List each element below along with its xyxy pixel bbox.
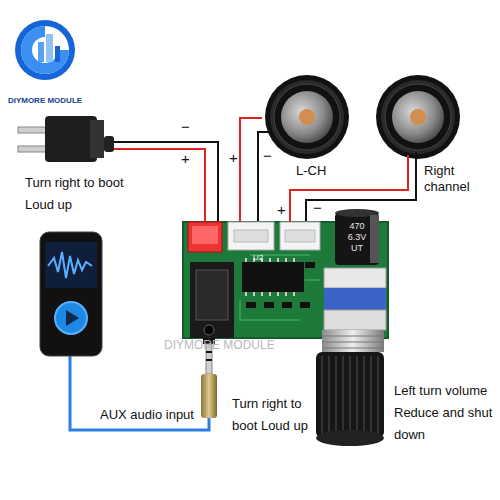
speaker-cap xyxy=(410,109,426,125)
terminal-face xyxy=(192,226,218,244)
power-wire xyxy=(145,149,205,222)
board-node: U2 470 6.3V UT xyxy=(183,222,388,338)
terminal-slot xyxy=(234,230,268,242)
sound-wave xyxy=(48,252,92,278)
speaker-terminal xyxy=(280,222,320,250)
speaker xyxy=(265,75,349,159)
logo-ring xyxy=(15,20,75,80)
audio-jack xyxy=(190,262,234,338)
jack-hole xyxy=(204,325,214,335)
volume-knob xyxy=(316,330,384,446)
plug-body xyxy=(201,374,217,418)
black-wire xyxy=(306,152,416,222)
adapter-neck xyxy=(104,136,114,152)
plug-prong xyxy=(18,127,48,133)
pcb xyxy=(183,222,388,338)
adapter-side xyxy=(90,120,104,158)
power-terminal xyxy=(188,222,222,252)
capacitor-stripe xyxy=(370,215,379,263)
play-button xyxy=(55,302,87,334)
polarity-mark: + xyxy=(181,151,195,167)
channel-label: Right channel xyxy=(424,163,498,195)
smd-part xyxy=(300,302,310,308)
amplifier-chip xyxy=(242,262,304,292)
logo xyxy=(15,20,75,80)
channel-label: L-CH xyxy=(296,163,346,179)
speaker-edge xyxy=(385,84,451,150)
logo-building xyxy=(46,34,53,62)
speaker-cone xyxy=(392,91,444,143)
speaker-terminal xyxy=(228,222,274,250)
speaker-frame xyxy=(265,75,349,159)
black-wire xyxy=(114,142,218,222)
knob-ribs xyxy=(322,356,378,436)
capacitor xyxy=(335,213,379,265)
chip-label: U2 xyxy=(253,253,273,263)
jack-face xyxy=(196,270,228,320)
polarity-mark: − xyxy=(181,119,195,135)
potentiometer-base xyxy=(324,268,386,288)
amplifier-board xyxy=(183,209,388,338)
smd-part xyxy=(246,302,256,308)
plug-prong xyxy=(18,146,48,152)
power-adapter xyxy=(18,116,114,162)
player-body xyxy=(40,232,102,356)
smd-part xyxy=(282,302,292,308)
speaker-frame xyxy=(376,75,460,159)
music-player xyxy=(40,232,102,356)
watermark: DIYMORE MODULE xyxy=(164,338,334,352)
speaker xyxy=(376,75,460,159)
red-wire xyxy=(114,148,145,150)
smd-part xyxy=(264,302,274,308)
play-icon xyxy=(66,310,79,326)
polarity-mark: + xyxy=(229,150,243,166)
speaker-cone xyxy=(281,91,333,143)
knob-bottom xyxy=(316,430,384,446)
potentiometer-ring xyxy=(324,310,386,330)
power-adapter-node: Turn right to boot Loud up xyxy=(15,112,145,214)
speaker-node: Right channel xyxy=(374,73,498,182)
pcb-trace xyxy=(240,255,320,320)
speaker-surround xyxy=(270,80,344,154)
knob-note: Left turn volume Reduce and shut down xyxy=(394,380,498,446)
red-wire xyxy=(407,155,409,182)
capacitor-node: 470 6.3V UT xyxy=(335,211,379,266)
smd-part xyxy=(305,262,315,268)
brand-text: DIYMORE MODULE xyxy=(2,96,88,106)
plug-rings xyxy=(206,352,212,360)
knob-note: Turn right to boot Loud up xyxy=(232,393,314,437)
speaker-cap xyxy=(299,109,315,125)
shaft-thread xyxy=(322,336,384,348)
logo-inner xyxy=(21,26,69,74)
adapter-body xyxy=(45,116,97,162)
knob-shaft xyxy=(322,330,384,352)
input-note: AUX audio input xyxy=(100,407,210,423)
logo-building xyxy=(55,46,60,62)
speaker-edge xyxy=(274,84,340,150)
polarity-mark: + xyxy=(277,202,291,218)
terminal-slot xyxy=(285,230,315,242)
speaker-surround xyxy=(381,80,455,154)
chip-pins xyxy=(246,258,294,296)
speaker-node: L-CH xyxy=(262,73,352,181)
logo-arc xyxy=(21,26,69,74)
aux-cable xyxy=(70,356,209,430)
potentiometer-body xyxy=(324,288,386,310)
polarity-mark: − xyxy=(263,148,277,164)
capacitor-value: 470 6.3V UT xyxy=(343,221,371,254)
power-wire xyxy=(290,182,408,222)
caption-text: Turn right to boot Loud up xyxy=(25,172,143,216)
power-wire xyxy=(240,118,262,222)
player-screen xyxy=(45,242,97,288)
polarity-mark: − xyxy=(313,200,327,216)
logo-building xyxy=(38,42,44,62)
knob-body xyxy=(316,352,384,438)
black-wire xyxy=(258,132,270,222)
